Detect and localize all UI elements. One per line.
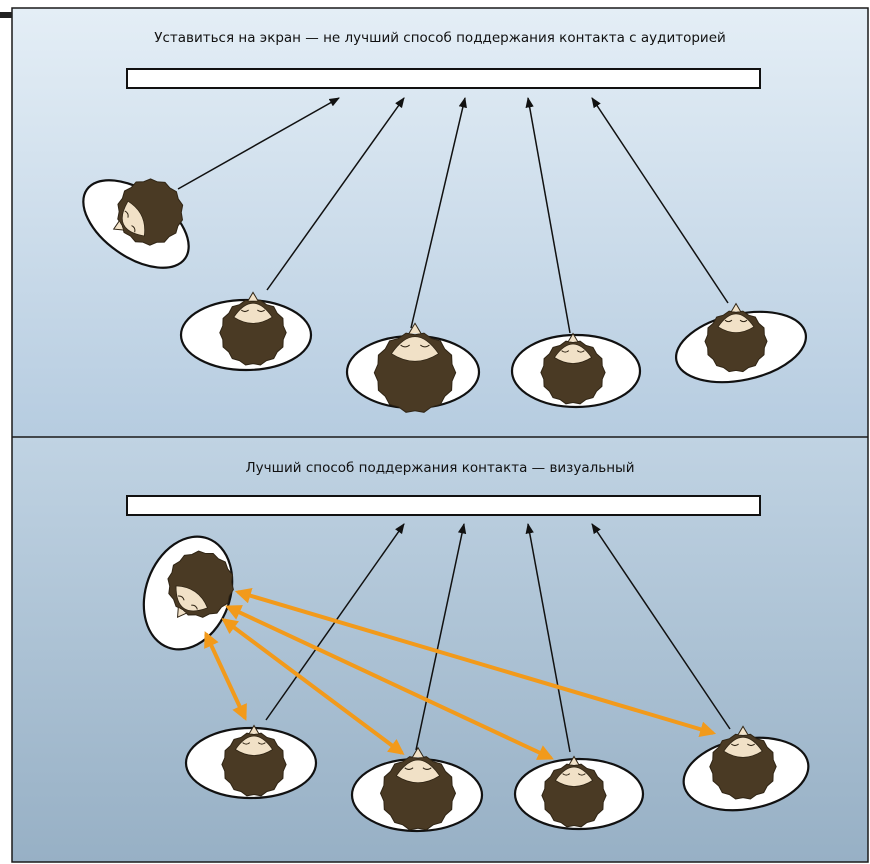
audience-member-top-2 xyxy=(179,291,313,372)
eye-contact-arrow-4 xyxy=(234,587,717,738)
gaze-arrow-top-1 xyxy=(177,97,340,190)
bottom-panel-caption: Лучший способ поддержания контакта — виз… xyxy=(245,460,635,476)
head-icon xyxy=(112,178,184,246)
head-icon xyxy=(704,302,768,373)
audience-member-top-1 xyxy=(82,178,190,269)
projection-screen-top xyxy=(126,68,761,89)
audience-member-top-3 xyxy=(345,322,481,413)
gaze-arrow-top-5 xyxy=(591,97,729,304)
head-icon xyxy=(540,332,606,405)
audience-member-top-5 xyxy=(674,302,808,384)
audience-member-bottom-5 xyxy=(682,725,810,812)
gaze-arrow-top-2 xyxy=(266,97,405,291)
head-icon xyxy=(373,322,457,413)
head-icon xyxy=(219,291,287,366)
top-panel-caption: Уставиться на экран — не лучший способ п… xyxy=(154,30,726,46)
audience-member-top-4 xyxy=(510,332,642,409)
head-icon xyxy=(709,725,777,800)
head-icon xyxy=(541,755,607,828)
audience-member-bottom-4 xyxy=(513,755,645,831)
gaze-arrow-top-3 xyxy=(410,96,467,329)
head-icon xyxy=(167,550,234,619)
gaze-arrow-top-4 xyxy=(525,96,571,334)
audience-member-bottom-1 xyxy=(142,535,234,651)
corner-tab xyxy=(0,12,12,18)
audience-member-bottom-3 xyxy=(350,746,484,833)
projection-screen-bottom xyxy=(126,495,761,516)
frame-border xyxy=(11,7,869,863)
